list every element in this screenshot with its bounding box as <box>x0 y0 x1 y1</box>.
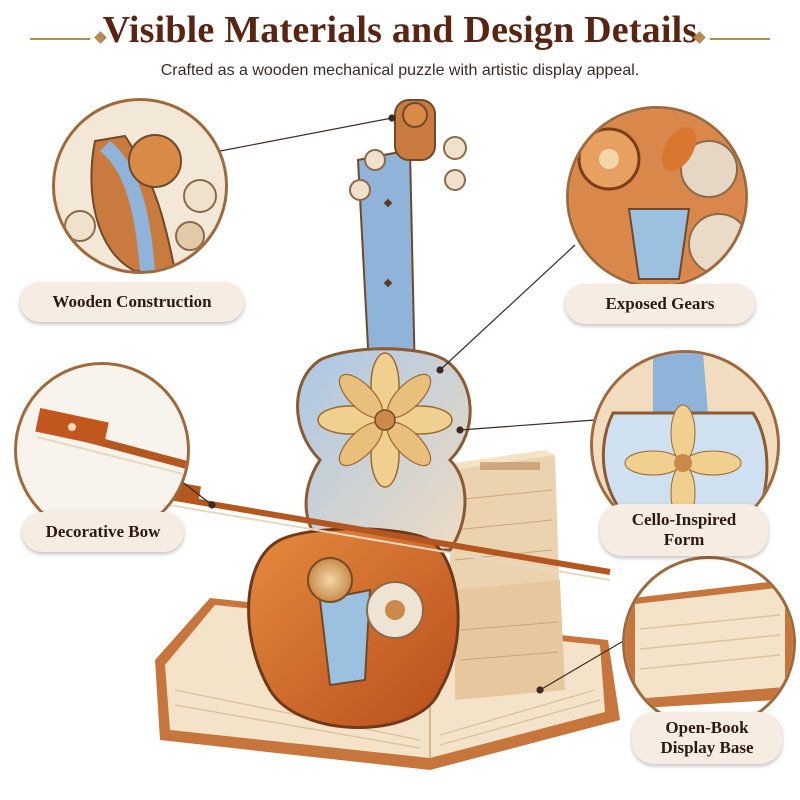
label-cello-line2: Form <box>663 530 705 549</box>
label-decorative-bow-text: Decorative Bow <box>45 522 161 541</box>
label-cello-inspired-form: Cello-Inspired Form <box>600 504 768 556</box>
label-open-book-base: Open-Book Display Base <box>632 712 782 764</box>
label-wooden-construction-text: Wooden Construction <box>52 292 212 311</box>
cello-lower-body <box>247 527 460 729</box>
page-subtitle: Crafted as a wooden mechanical puzzle wi… <box>160 62 640 79</box>
detail-circle-scroll <box>52 98 228 274</box>
detail-circle-gears <box>566 106 748 288</box>
label-wooden-construction: Wooden Construction <box>20 282 244 322</box>
label-base-line1: Open-Book <box>665 718 749 737</box>
title-divider-right <box>710 38 770 40</box>
label-exposed-gears: Exposed Gears <box>565 284 755 324</box>
label-exposed-gears-text: Exposed Gears <box>605 294 715 313</box>
callout-lines <box>179 114 626 694</box>
title-divider-left <box>30 38 90 40</box>
label-cello-line1: Cello-Inspired <box>631 510 737 529</box>
label-base-line2: Display Base <box>660 738 754 757</box>
detail-circle-bow <box>14 362 190 538</box>
flower-ornament <box>317 352 453 488</box>
cello-scroll <box>349 99 467 201</box>
stacked-books <box>440 450 565 700</box>
label-decorative-bow: Decorative Bow <box>22 512 184 552</box>
page-title: Visible Materials and Design Details <box>102 9 698 51</box>
detail-circle-base <box>622 556 796 730</box>
